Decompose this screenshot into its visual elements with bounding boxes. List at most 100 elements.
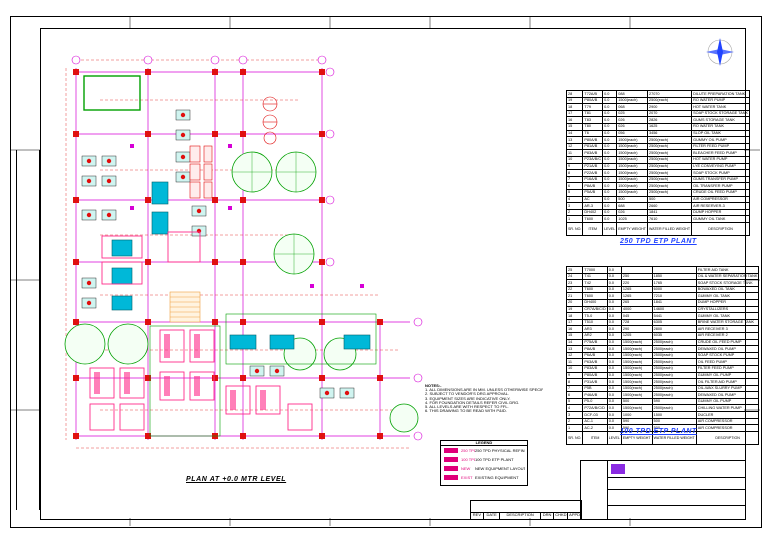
table-cell: 10: [565, 364, 584, 373]
table-cell: 16: [565, 325, 584, 333]
table-cell: DCF-03: [582, 411, 608, 419]
title-block-signatures: [581, 461, 608, 519]
table-cell: 2500(each): [651, 384, 697, 393]
table-cell: 15: [565, 122, 584, 131]
table-cell: 24: [565, 272, 584, 281]
table-cell: GUMMY OIL TANK: [695, 312, 760, 320]
table-cell: GUMS TRANSFER PUMP: [691, 175, 751, 184]
table-cell: 2500(each): [651, 371, 697, 380]
legend-text: NEW EQUIPMENT LAYOUT: [475, 466, 525, 471]
table-cell: AC-2: [582, 424, 608, 432]
table-cell: AC: [582, 195, 604, 204]
col-header: LEVEL: [602, 221, 618, 236]
tank-area-box: [83, 75, 141, 111]
col-header: LEVEL: [606, 430, 622, 445]
table-cell: OIL & WATER SEPARATION TANK: [695, 272, 760, 281]
table-cell: 0.0: [602, 169, 618, 177]
table-cell: P81A/B: [582, 142, 604, 151]
table-cell: 045: [620, 312, 653, 320]
table-cell: 2500(each): [651, 351, 697, 360]
table-cell: P80A/B: [582, 371, 608, 380]
table-cell: GUMMY OIL PUMP: [695, 397, 760, 406]
table-cell: 4: [565, 195, 584, 204]
legend-item: EXIST EXISTING EQUIPMENT: [441, 473, 527, 482]
title-block: [580, 460, 746, 520]
table-cell: 0.0: [606, 378, 622, 386]
table-cell: DEWAXED OIL PUMP: [695, 391, 760, 399]
table-cell: 0.0: [602, 215, 618, 223]
table-cell: DILUTE PREPARATION TANK: [691, 90, 751, 98]
revision-header-row: REV DATE DESCRIPTION DRN CHKD APPD: [471, 512, 581, 519]
table-cell: 6035: [651, 331, 697, 340]
table-cell: 0.0: [606, 384, 622, 393]
table-cell: DUMP HOPPER: [695, 298, 760, 307]
title-divider: [607, 489, 745, 490]
table-cell: 6: [565, 391, 584, 399]
table-cell: GUMMY OIL TANK: [691, 215, 751, 223]
table-cell: 1500(each): [616, 149, 648, 157]
col-header: ITEM: [582, 221, 604, 236]
table-cell: CRYSTALLIZERS: [695, 305, 760, 314]
table-cell: 1500(each): [620, 391, 653, 399]
table-cell: 3: [565, 411, 584, 419]
table-cell: 0.0: [602, 122, 618, 131]
table-cell: 2500(each): [651, 404, 697, 413]
table-cell: 19: [565, 96, 584, 105]
table-cell: P83A/B: [582, 364, 608, 373]
table-cell: 0.0: [606, 391, 622, 399]
table-cell: 0.0: [606, 325, 622, 333]
table-cell: T6: [582, 129, 604, 138]
table-cell: 1500(each): [616, 155, 648, 164]
table-cell: 025: [616, 109, 648, 118]
table-cell: 0.0: [602, 116, 618, 124]
table-cell: RO WATER PUMP: [691, 96, 751, 105]
table-cell: 1025: [616, 215, 648, 223]
table-cell: CRUDE OIL FEED PUMP: [691, 188, 751, 197]
table-cell: 0.0: [602, 195, 618, 204]
table-cell: 056: [616, 129, 648, 138]
table-cell: 1500(each): [616, 182, 648, 190]
table-cell: SOAP STOCK PUMP: [695, 351, 760, 360]
table-cell: T42: [582, 279, 608, 287]
table-cell: 590: [651, 397, 697, 406]
table-cell: 0.0: [606, 411, 622, 419]
table-cell: 0.0: [606, 318, 622, 327]
table-cell: 6305: [651, 318, 697, 327]
table-cell: AIR COMPRESSOR: [695, 424, 760, 432]
note-line: 2. SUBJECT TO VENDOR'S DRG APPROVAL.: [425, 392, 510, 397]
table-cell: 500: [620, 397, 653, 406]
title-divider: [607, 505, 745, 506]
table-cell: T80: [582, 122, 604, 131]
table-cell: AIR RECEIVER 2: [695, 331, 760, 340]
table-cell: 0.0: [602, 149, 618, 157]
table-cell: BLEACHER FEED PUMP: [691, 149, 751, 157]
table-cell: P63A/B: [582, 358, 608, 366]
table-cell: 2826: [646, 116, 693, 124]
legend-text: 100 TPD ETP PLANT: [475, 457, 514, 462]
table-cell: 11: [565, 149, 584, 157]
table-cell: 2500(each): [646, 169, 693, 177]
rev-col-header: DRN: [541, 513, 555, 519]
table-cell: 21: [565, 292, 584, 300]
legend-swatch: [444, 475, 458, 481]
table-cell: OIL-WAX SLURRY PUMP: [695, 384, 760, 393]
table-cell: 0.0: [602, 90, 618, 98]
col-header: WATER FILLED WEIGHT: [651, 430, 697, 445]
table-cell: 1500(each): [616, 142, 648, 151]
note-line: 4. FOR FOUNDATION DETAILS REFER CIVIL DR…: [425, 400, 520, 405]
table-cell: 2500(each): [646, 182, 693, 190]
table-cell: 0.0: [606, 371, 622, 380]
table-cell: BOWAXED OIL TANK: [695, 285, 760, 294]
table-cell: 0.0: [602, 142, 618, 151]
